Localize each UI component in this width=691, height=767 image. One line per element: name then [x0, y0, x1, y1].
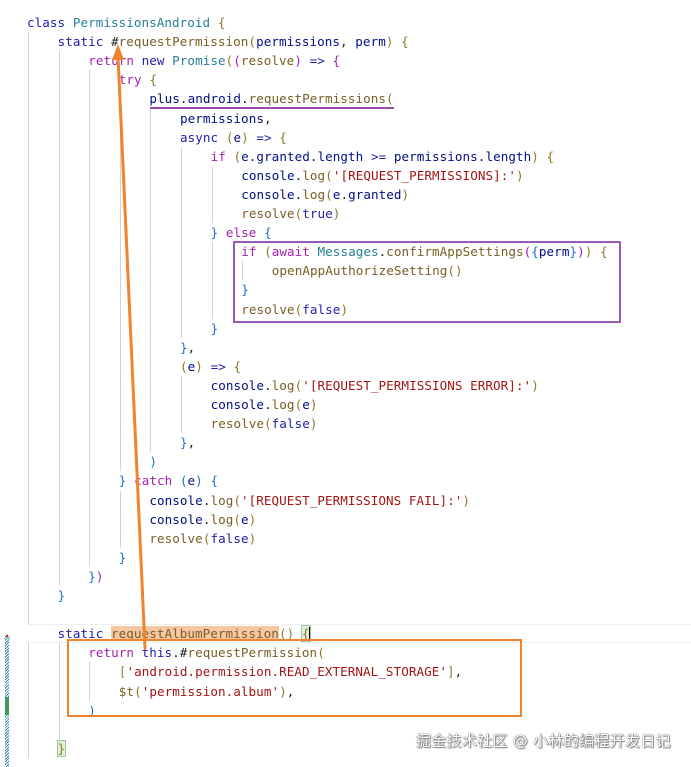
code-line-31[interactable]: }	[57, 588, 66, 603]
indent-guide	[211, 242, 213, 319]
code-line-35[interactable]: ['android.permission.READ_EXTERNAL_STORA…	[118, 664, 463, 680]
code-line-13[interactable]: if (await Messages.confirmAppSettings({p…	[241, 244, 608, 260]
code-line-7[interactable]: async (e) => {	[180, 129, 287, 145]
code-line-2[interactable]: static #requestPermission(permissions, p…	[57, 34, 409, 50]
code-line-20[interactable]: console.log('[REQUEST_PERMISSIONS ERROR]…	[210, 377, 539, 393]
code-line-10[interactable]: console.log(e.granted)	[241, 186, 410, 202]
code-line-25[interactable]: } catch (e) {	[118, 473, 219, 489]
indent-guide	[119, 89, 121, 472]
code-line-24[interactable]: )	[149, 454, 158, 470]
code-line-21[interactable]: console.log(e)	[210, 397, 318, 412]
code-line-19[interactable]: (e) => {	[180, 358, 242, 374]
indent-guide	[89, 70, 91, 567]
indent-guide	[150, 108, 152, 453]
code-line-8[interactable]: if (e.granted.length >= permissions.leng…	[210, 148, 555, 164]
code-line-23[interactable]: },	[180, 435, 196, 451]
annotation-purple-underline	[150, 107, 394, 109]
text-cursor	[308, 627, 311, 643]
code-line-3[interactable]: return new Promise((resolve) => {	[88, 53, 341, 69]
code-line-14[interactable]: openAppAuthorizeSetting()	[271, 263, 463, 279]
indent-guide	[58, 51, 60, 586]
gutter-added-bar	[5, 697, 9, 715]
code-line-1[interactable]: class PermissionsAndroid {	[27, 15, 226, 30]
code-line-27[interactable]: console.log(e)	[149, 511, 257, 527]
code-line-29[interactable]: }	[118, 549, 127, 565]
code-line-12[interactable]: } else {	[210, 225, 272, 241]
indent-guide	[28, 32, 29, 758]
gutter-change-marker	[4, 634, 10, 639]
code-line-39[interactable]: }	[56, 739, 67, 757]
code-line-15[interactable]: }	[241, 282, 249, 298]
indent-guide	[181, 375, 182, 434]
code-line-26[interactable]: console.log('[REQUEST_PERMISSIONS FAIL]:…	[149, 492, 470, 508]
code-line-28[interactable]: resolve(false)	[149, 530, 257, 546]
indent-guide	[119, 490, 121, 548]
code-line-5[interactable]: plus.android.requestPermissions(	[149, 91, 394, 107]
code-line-4[interactable]: try {	[118, 72, 157, 88]
code-line-30[interactable]: })	[88, 568, 104, 584]
code-line-17[interactable]: }	[210, 320, 219, 336]
watermark: 掘金技术社区 @ 小林的编程开发日记	[416, 732, 671, 750]
annotation-orange-box	[67, 639, 522, 717]
code-line-6[interactable]: permissions,	[180, 110, 272, 126]
code-line-36[interactable]: $t('permission.album'),	[118, 683, 295, 699]
indent-guide	[89, 662, 91, 701]
code-line-37[interactable]: )	[88, 702, 96, 718]
indent-guide	[58, 643, 60, 739]
indent-guide	[181, 146, 182, 338]
annotation-purple-box	[233, 241, 621, 323]
code-line-11[interactable]: resolve(true)	[241, 206, 341, 221]
indent-guide	[242, 261, 244, 281]
indent-guide	[211, 165, 213, 224]
code-line-33[interactable]: static requestAlbumPermission() {	[27, 624, 691, 644]
code-line-9[interactable]: console.log('[REQUEST_PERMISSIONS]:')	[241, 167, 524, 183]
code-line-18[interactable]: },	[180, 339, 196, 355]
code-line-16[interactable]: resolve(false)	[241, 301, 349, 317]
code-line-22[interactable]: resolve(false)	[210, 416, 318, 432]
